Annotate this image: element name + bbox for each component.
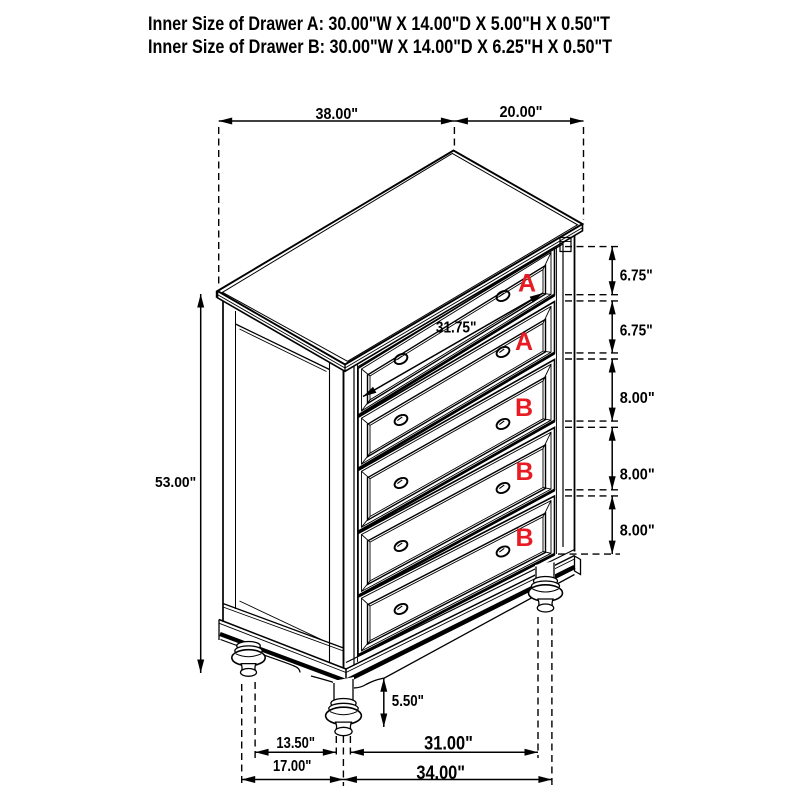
- svg-text:8.00": 8.00": [620, 467, 655, 484]
- svg-text:6.75": 6.75": [620, 323, 653, 340]
- svg-text:A: A: [518, 270, 536, 298]
- svg-text:53.00": 53.00": [155, 474, 196, 491]
- svg-text:31.00": 31.00": [424, 734, 473, 755]
- svg-text:6.75": 6.75": [620, 268, 653, 285]
- svg-text:8.00": 8.00": [620, 523, 655, 540]
- svg-text:31.75": 31.75": [436, 319, 477, 336]
- svg-text:Inner Size of Drawer A: 30.00": Inner Size of Drawer A: 30.00"W X 14.00"…: [148, 13, 610, 35]
- svg-text:17.00": 17.00": [273, 758, 311, 775]
- svg-text:B: B: [515, 524, 533, 552]
- svg-text:34.00": 34.00": [416, 763, 465, 784]
- svg-text:13.50": 13.50": [276, 735, 315, 752]
- svg-text:20.00": 20.00": [500, 104, 543, 121]
- svg-text:A: A: [515, 328, 533, 356]
- svg-text:B: B: [515, 394, 533, 422]
- svg-text:8.00": 8.00": [620, 390, 655, 407]
- svg-text:5.50": 5.50": [392, 693, 424, 710]
- svg-text:Inner Size of Drawer B: 30.00": Inner Size of Drawer B: 30.00"W X 14.00"…: [148, 36, 612, 58]
- svg-text:B: B: [515, 458, 533, 486]
- svg-text:38.00": 38.00": [316, 106, 359, 123]
